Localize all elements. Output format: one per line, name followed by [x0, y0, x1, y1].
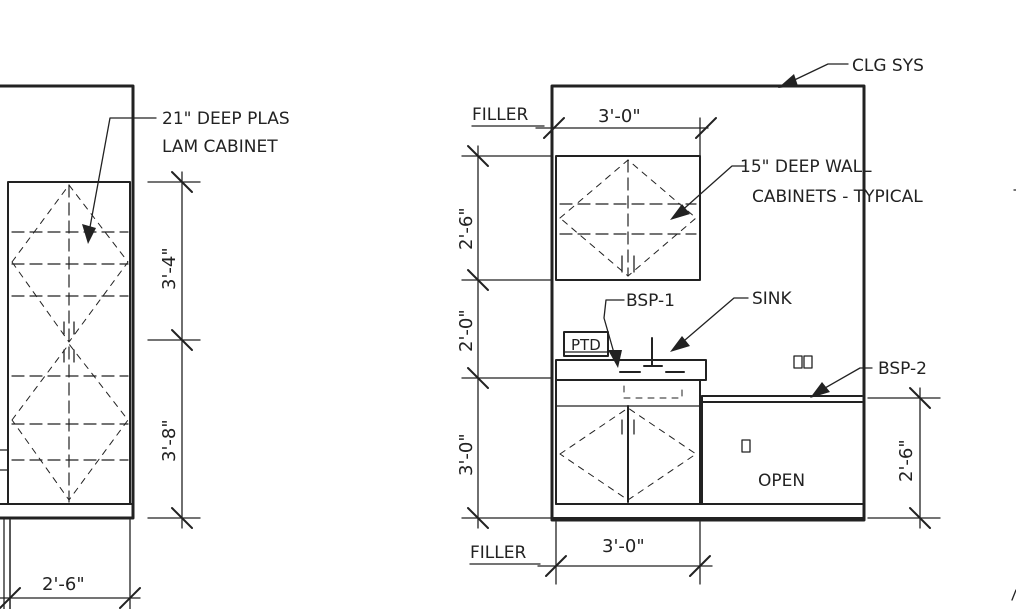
wall-cabinet-callout-leader	[677, 165, 747, 215]
top-width-tick-left	[543, 117, 565, 139]
right-elevation: CLG SYS FILLER 3'-0" 15" DEEP WALL CABIN…	[456, 56, 941, 585]
bottom-width-dim: 3'-0"	[602, 536, 645, 557]
ptd-dispenser	[563, 331, 609, 357]
wall-cabinet-callout-arrow	[670, 204, 690, 220]
bsp2-label: BSP-2	[878, 359, 927, 379]
outlet-icon	[793, 355, 813, 369]
adjacent-object	[0, 449, 11, 609]
filler-top-label: FILLER	[472, 105, 528, 125]
sink-label: SINK	[752, 289, 793, 309]
right-counter-height-dimension	[867, 387, 941, 529]
left-width-dimension	[0, 519, 141, 609]
faucet	[619, 337, 685, 373]
upper-height-dim: 3'-4"	[159, 247, 180, 290]
sink-base-handles	[621, 419, 635, 435]
sink-leader	[677, 297, 749, 347]
cabinet-callout-leader	[87, 117, 157, 239]
sheet-edge-marks	[1011, 189, 1016, 601]
cabinet-callout-arrow	[82, 224, 96, 244]
wall-cabinet-handles	[621, 255, 635, 273]
ptd-label: PTD	[571, 336, 601, 354]
filler-bottom-label: FILLER	[470, 543, 526, 563]
top-width-tick-right	[695, 117, 717, 139]
bottom-width-tick-right	[689, 555, 711, 577]
right-counter-height-dim: 2'-6"	[896, 439, 917, 482]
wall-cabinet-swing	[559, 159, 697, 277]
left-elevation: 21" DEEP PLAS LAM CABINET 3'-4" 3'-8" 2'…	[0, 84, 290, 609]
backsplash-height-dim: 2'-0"	[456, 309, 477, 352]
lower-height-dim: 3'-8"	[159, 419, 180, 462]
cabinet-handles	[63, 321, 75, 363]
right-room-outline	[550, 84, 866, 522]
bsp2-leader	[817, 367, 873, 393]
cabinet-callout-line1: 21" DEEP PLAS	[162, 109, 290, 129]
ceiling-callout-arrow	[778, 74, 798, 88]
base-height-dim: 3'-0"	[456, 433, 477, 476]
cabinet-callout-line2: LAM CABINET	[162, 137, 278, 157]
wall-cabinet-height-dim: 2'-6"	[456, 207, 477, 250]
bsp2-arrow	[810, 382, 830, 398]
wall-cabinet	[555, 155, 701, 281]
shelf-lines	[11, 231, 129, 461]
sink-arrow	[670, 336, 690, 352]
sink-bowl-hidden	[623, 385, 683, 399]
wall-cabinet-callout-line2: CABINETS - TYPICAL	[752, 187, 923, 207]
ceiling-label: CLG SYS	[852, 56, 924, 76]
bsp1-label: BSP-1	[626, 291, 675, 311]
left-vertical-dimension	[147, 171, 201, 529]
open-counter-top	[701, 395, 863, 403]
left-width-dim: 2'-6"	[42, 574, 85, 595]
outlet-icon-low	[741, 439, 751, 453]
wall-cabinet-callout-line1: 15" DEEP WALL	[740, 157, 872, 177]
open-label: OPEN	[758, 471, 805, 491]
door-swing-lines	[11, 184, 129, 501]
top-width-dim: 3'-0"	[598, 106, 641, 127]
sink-counter	[555, 359, 707, 381]
bottom-width-tick-left	[545, 555, 567, 577]
ceiling-callout-leader	[785, 63, 849, 85]
bsp1-arrow	[608, 350, 622, 368]
right-vertical-dimension	[461, 145, 553, 529]
bsp1-leader	[603, 299, 625, 361]
left-room-outline	[0, 84, 135, 520]
